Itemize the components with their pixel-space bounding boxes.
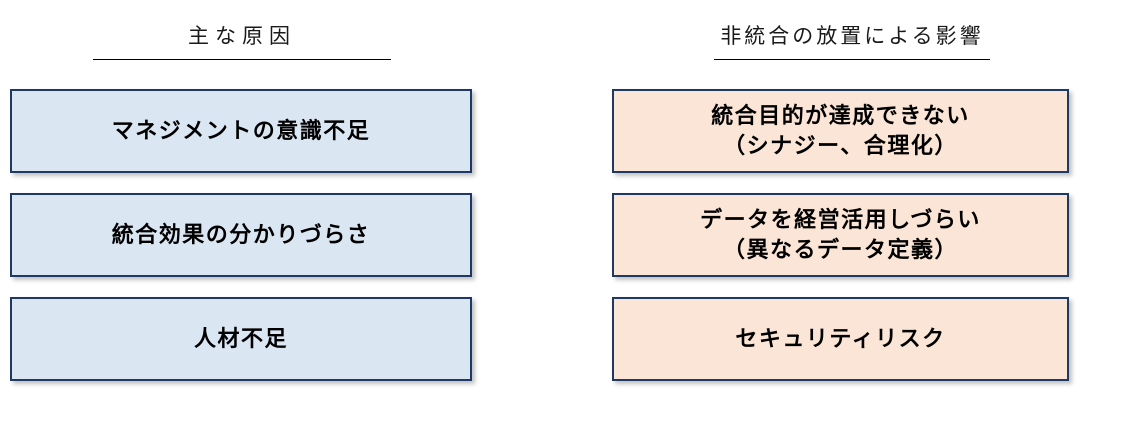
cause-box-label: 人材不足 (193, 326, 288, 351)
effect-box-label-line2: （異なるデータ定義） (722, 237, 958, 262)
effect-box-label-line1: 統合目的が達成できない (711, 103, 970, 128)
effects-column-header: 非統合の放置による影響 (714, 20, 990, 60)
cause-box-label: マネジメントの意識不足 (111, 118, 371, 143)
cause-box-management-awareness: マネジメントの意識不足 (10, 89, 472, 173)
effect-box-label-line1: データを経営活用しづらい (700, 207, 981, 232)
causes-column-header: 主な原因 (93, 20, 391, 60)
effect-box-label-line2: （シナジー、合理化） (723, 133, 958, 158)
cause-box-talent-shortage: 人材不足 (10, 297, 472, 381)
effect-box-security-risk: セキュリティリスク (612, 297, 1069, 381)
cause-box-unclear-benefits: 統合効果の分かりづらさ (10, 193, 472, 277)
cause-box-label: 統合効果の分かりづらさ (111, 222, 371, 247)
effect-box-data-utilization: データを経営活用しづらい （異なるデータ定義） (612, 193, 1069, 277)
effect-box-label: セキュリティリスク (735, 326, 946, 351)
effect-box-goals-unachieved: 統合目的が達成できない （シナジー、合理化） (612, 89, 1069, 173)
